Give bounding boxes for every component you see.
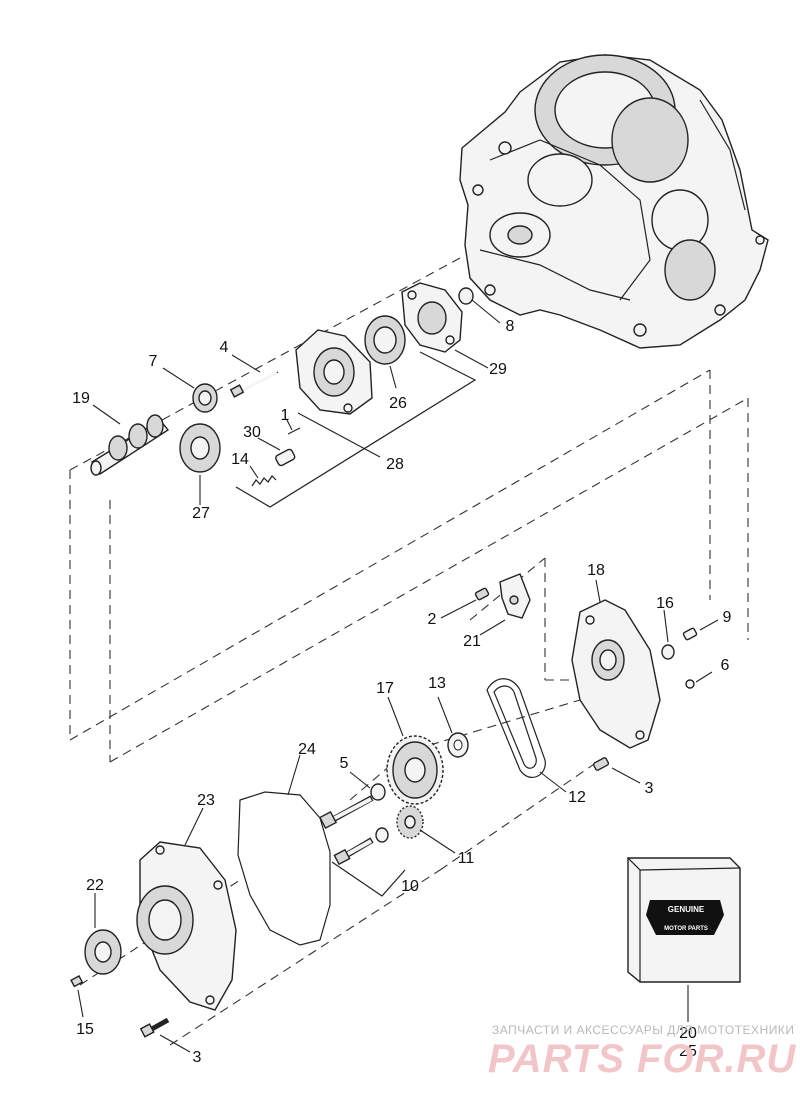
callout-20: 20 <box>679 1025 697 1042</box>
callout-6: 6 <box>721 657 730 674</box>
callout-9: 9 <box>723 609 732 626</box>
callout-15: 15 <box>76 1021 94 1038</box>
callout-10: 10 <box>401 878 419 895</box>
crankcase <box>459 54 769 349</box>
callout-21: 21 <box>463 633 481 650</box>
part-23-cover <box>136 841 237 1011</box>
part-16-o-ring <box>661 644 675 660</box>
callout-17: 17 <box>376 680 394 697</box>
part-5-washer <box>370 783 386 801</box>
part-18-oil-pump-housing <box>571 599 661 749</box>
part-4-bolt <box>229 371 279 398</box>
callout-3: 3 <box>645 780 654 797</box>
leader-lines <box>77 299 719 1053</box>
callout-14: 14 <box>231 451 249 468</box>
part-27-drive-gear <box>179 423 221 473</box>
callout-16: 16 <box>656 595 674 612</box>
callout-18: 18 <box>587 562 605 579</box>
part-22-cap <box>84 929 122 975</box>
part-1-pin <box>287 427 301 435</box>
part-21-chain-tensioner <box>499 573 531 619</box>
callout-26: 26 <box>389 395 407 412</box>
callout-25: 25 <box>679 1043 697 1060</box>
callout-5: 5 <box>340 755 349 772</box>
part-7-bearing <box>192 383 218 413</box>
box-brand-top: GENUINE <box>668 905 705 914</box>
part-28-pump-body <box>295 329 373 415</box>
watermark: ЗАПЧАСТИ И АКСЕССУАРЫ ДЛЯ МОТОТЕХНИКИ PA… <box>488 1023 796 1081</box>
genuine-parts-box: GENUINE MOTOR PARTS <box>627 857 741 983</box>
part-13-washer <box>447 732 469 758</box>
part-19-camshaft <box>90 414 170 476</box>
callout-30: 30 <box>243 424 261 441</box>
part-10-bolts <box>318 795 406 897</box>
part-5-washer-lower <box>375 827 389 843</box>
part-12-chain <box>486 678 546 778</box>
part-15-screw <box>70 975 84 988</box>
watermark-site: PARTS FOR.RU <box>488 1037 796 1081</box>
part-17-sprocket <box>386 735 444 805</box>
part-3-screw-lower <box>139 1017 170 1038</box>
callout-22: 22 <box>86 877 104 894</box>
callout-29: 29 <box>489 361 507 378</box>
part-29-pump-cover <box>401 282 463 353</box>
part-3-screw-upper <box>592 757 610 771</box>
part-26-rotor <box>364 315 406 365</box>
callout-24: 24 <box>298 741 316 758</box>
part-6-ball <box>685 679 695 689</box>
part-9-dowel <box>682 627 698 641</box>
callout-13: 13 <box>428 675 446 692</box>
callouts: 1 2 3 3 4 5 6 7 8 9 10 11 12 13 14 15 16… <box>72 318 731 1066</box>
callout-27: 27 <box>192 505 210 522</box>
part-11-small-sprocket <box>396 805 424 839</box>
callout-11: 11 <box>458 850 475 867</box>
part-2-screw <box>474 587 490 601</box>
part-28-group-bracket <box>235 351 477 508</box>
box-brand-bottom: MOTOR PARTS <box>664 926 708 932</box>
callout-4: 4 <box>220 339 229 356</box>
callout-12: 12 <box>568 789 586 806</box>
callout-23: 23 <box>197 792 215 809</box>
part-8-o-ring <box>458 287 474 305</box>
part-24-gasket <box>237 791 331 946</box>
watermark-tagline: ЗАПЧАСТИ И АКСЕССУАРЫ ДЛЯ МОТОТЕХНИКИ <box>492 1023 794 1037</box>
callout-28: 28 <box>386 456 404 473</box>
part-14-spring <box>251 475 277 487</box>
callout-8: 8 <box>506 318 515 335</box>
callout-19: 19 <box>72 390 90 407</box>
callout-7: 7 <box>149 353 158 370</box>
callout-1: 1 <box>281 407 290 424</box>
callout-3: 3 <box>193 1049 202 1066</box>
callout-2: 2 <box>428 611 437 628</box>
part-30-relief-valve <box>275 448 296 467</box>
